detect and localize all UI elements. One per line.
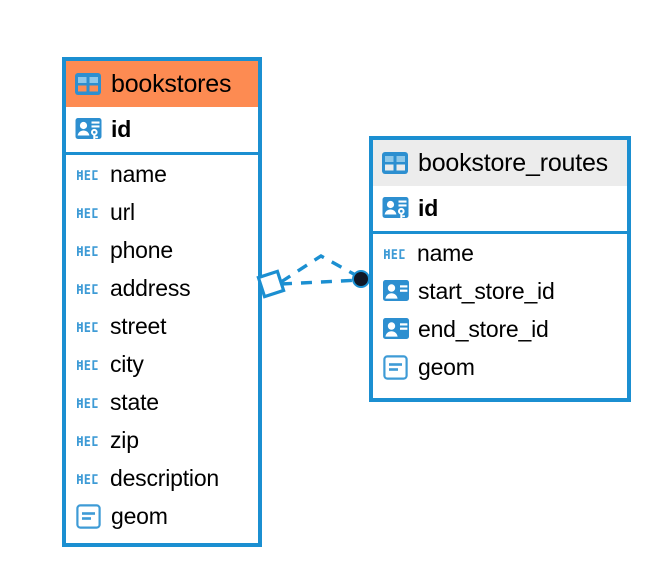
field-row-description[interactable]: description	[66, 459, 258, 497]
foreign-key-icon	[382, 316, 409, 343]
abc-text-icon	[75, 164, 101, 184]
entity-bookstore-routes-title: bookstore_routes	[418, 148, 608, 177]
abc-text-icon	[75, 240, 101, 260]
entity-bookstores-title: bookstores	[111, 69, 232, 98]
abc-text-icon	[75, 202, 101, 222]
foreign-key-icon	[382, 278, 409, 305]
field-row-geom[interactable]: geom	[373, 348, 627, 386]
abc-text-icon	[75, 278, 101, 298]
field-label: description	[110, 464, 220, 491]
table-icon	[381, 150, 408, 177]
primary-key-icon	[382, 195, 409, 222]
field-row-id[interactable]: id	[66, 107, 258, 155]
field-label: geom	[418, 353, 475, 380]
field-row-url[interactable]: url	[66, 193, 258, 231]
field-label: state	[110, 388, 159, 415]
field-row-state[interactable]: state	[66, 383, 258, 421]
field-row-start-store-id[interactable]: start_store_id	[373, 272, 627, 310]
abc-text-icon	[75, 468, 101, 488]
field-label: id	[418, 195, 439, 221]
abc-text-icon	[382, 243, 408, 263]
abc-text-icon	[75, 354, 101, 374]
field-row-name[interactable]: name	[373, 234, 627, 272]
abc-text-icon	[75, 316, 101, 336]
field-label: name	[110, 160, 167, 187]
field-row-id[interactable]: id	[373, 186, 627, 234]
field-row-street[interactable]: street	[66, 307, 258, 345]
field-row-address[interactable]: address	[66, 269, 258, 307]
relationship-connector[interactable]	[255, 240, 385, 320]
field-label: address	[110, 274, 191, 301]
field-label: id	[111, 116, 132, 142]
field-row-name[interactable]: name	[66, 155, 258, 193]
field-row-zip[interactable]: zip	[66, 421, 258, 459]
entity-bookstore-routes-header[interactable]: bookstore_routes	[373, 140, 627, 186]
field-label: street	[110, 312, 167, 339]
table-icon	[74, 71, 101, 98]
abc-text-icon	[75, 392, 101, 412]
entity-bookstores-header[interactable]: bookstores	[66, 61, 258, 107]
relationship-source-marker	[256, 269, 286, 299]
field-row-phone[interactable]: phone	[66, 231, 258, 269]
entity-bookstores[interactable]: bookstores id	[62, 57, 262, 547]
entity-bookstore-routes[interactable]: bookstore_routes id	[369, 136, 631, 402]
abc-text-icon	[75, 430, 101, 450]
field-label: end_store_id	[418, 315, 549, 342]
field-label: city	[110, 350, 144, 377]
field-label: url	[110, 198, 135, 225]
field-row-city[interactable]: city	[66, 345, 258, 383]
field-label: phone	[110, 236, 173, 263]
field-row-geom[interactable]: geom	[66, 497, 258, 535]
relationship-target-marker	[352, 270, 370, 288]
field-label: name	[417, 239, 474, 266]
geometry-icon	[75, 503, 102, 530]
field-label: zip	[110, 426, 139, 453]
field-label: geom	[111, 502, 168, 529]
primary-key-icon	[75, 116, 102, 143]
relationship-line-lower	[280, 278, 362, 286]
geometry-icon	[382, 354, 409, 381]
field-label: start_store_id	[418, 277, 555, 304]
relationship-line-upper	[280, 254, 362, 284]
field-row-end-store-id[interactable]: end_store_id	[373, 310, 627, 348]
